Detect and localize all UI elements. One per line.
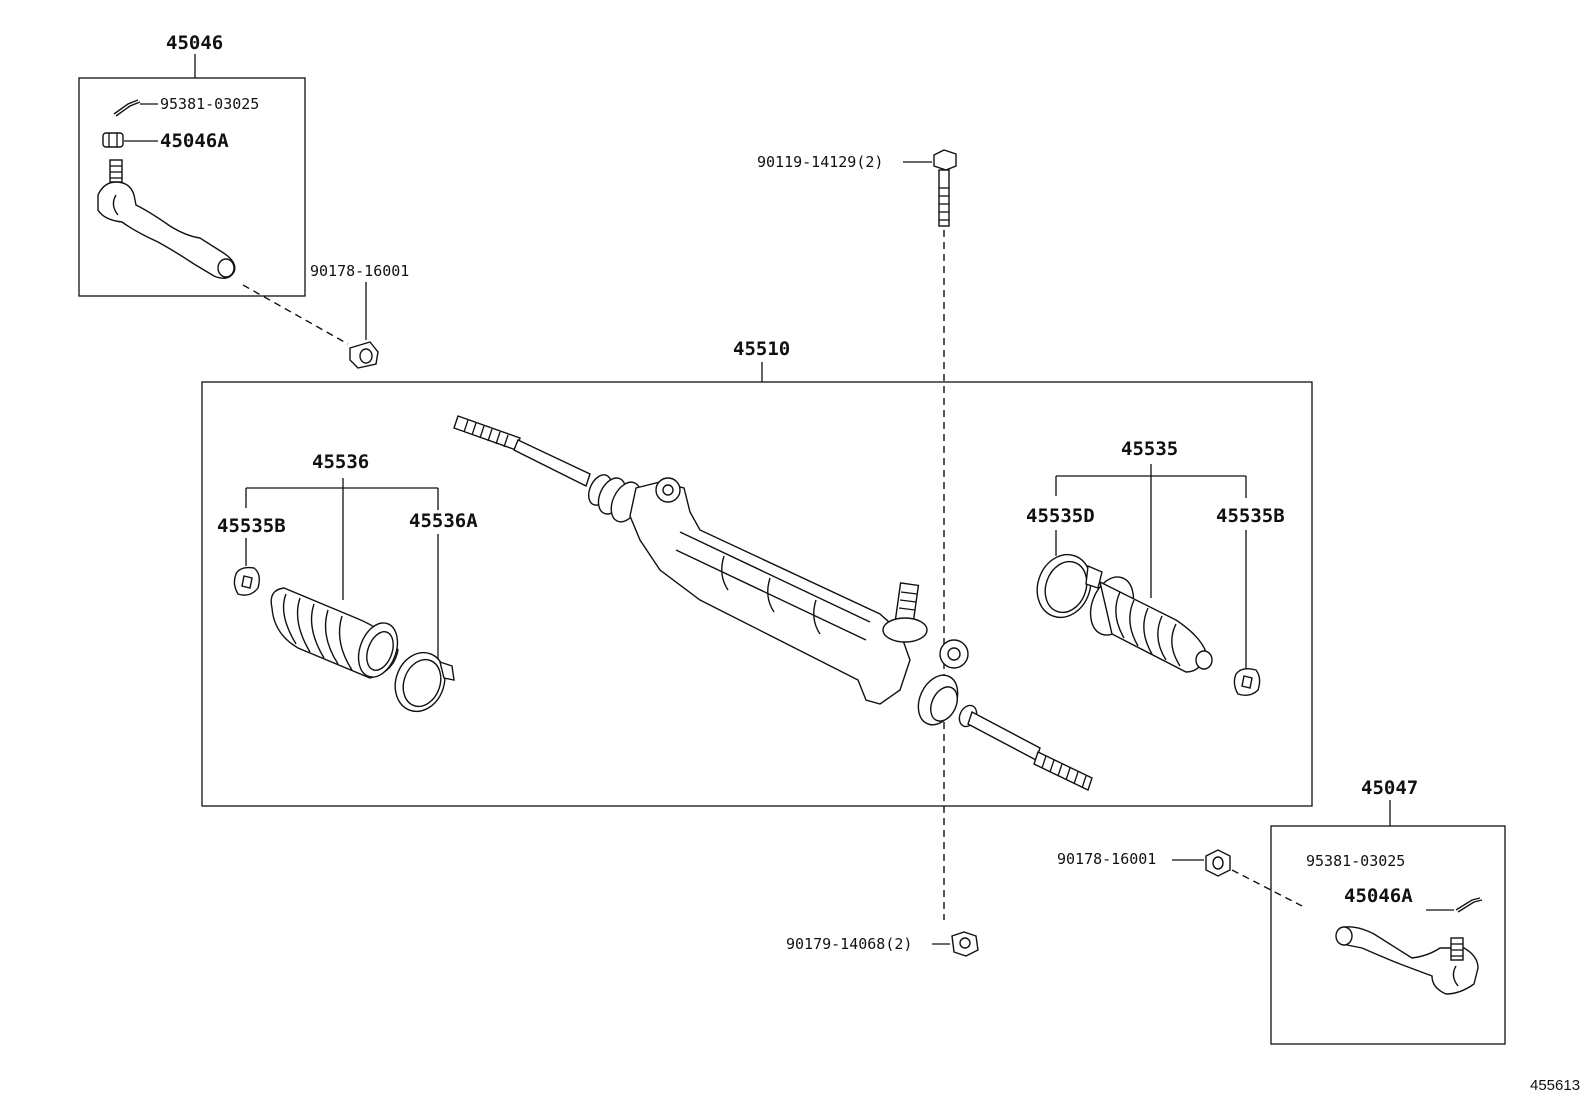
label-tie-rod-end-left: 45046 xyxy=(166,32,223,54)
cotter-pin-left-icon xyxy=(113,99,141,117)
label-nut-right-bottom: 90178-16001 xyxy=(1057,850,1156,868)
cotter-pin-right-icon xyxy=(1455,897,1483,913)
label-nut-right: 45046A xyxy=(1344,885,1413,907)
bolt-icon xyxy=(933,149,957,227)
tie-rod-end-left-group xyxy=(78,54,306,297)
label-cotter-pin-left: 95381-03025 xyxy=(160,95,259,113)
castle-nut-left-icon xyxy=(102,132,124,148)
tie-rod-end-left-box xyxy=(78,77,306,297)
boot-right-icon xyxy=(1089,576,1213,673)
clamp-right-small-icon xyxy=(1233,667,1261,697)
label-cotter-pin-right: 95381-03025 xyxy=(1306,852,1405,870)
label-nut-bottom: 90179-14068(2) xyxy=(786,935,912,953)
boot-left-icon xyxy=(270,587,399,679)
label-clamp-right-small: 45535B xyxy=(1216,505,1285,527)
lock-nut-left-icon xyxy=(349,341,379,369)
figure-reference-number: 455613 xyxy=(1530,1077,1580,1094)
clamp-right-large-icon xyxy=(1036,553,1103,619)
label-boot-kit-left: 45536 xyxy=(312,451,369,473)
label-clamp-left-small: 45535B xyxy=(217,515,286,537)
label-boot-kit-right: 45535 xyxy=(1121,438,1178,460)
tie-rod-end-left-icon xyxy=(97,159,236,279)
lock-nut-right-icon xyxy=(1205,849,1231,877)
tie-rod-end-right-icon xyxy=(1335,926,1479,995)
steering-rack-icon xyxy=(453,415,1093,791)
label-nut-left-bottom: 90178-16001 xyxy=(310,262,409,280)
flange-nut-bottom-icon xyxy=(951,931,979,957)
label-bolt: 90119-14129(2) xyxy=(757,153,883,171)
tie-rod-end-right-box xyxy=(1270,825,1506,1045)
label-nut-left: 45046A xyxy=(160,130,229,152)
label-clamp-left-large: 45536A xyxy=(409,510,478,532)
clamp-left-large-icon xyxy=(394,651,455,713)
gear-assy-box xyxy=(201,381,1313,807)
clamp-left-small-icon xyxy=(233,566,261,596)
label-clamp-right-large: 45535D xyxy=(1026,505,1095,527)
label-tie-rod-end-right: 45047 xyxy=(1361,777,1418,799)
label-gear-assy: 45510 xyxy=(733,338,790,360)
